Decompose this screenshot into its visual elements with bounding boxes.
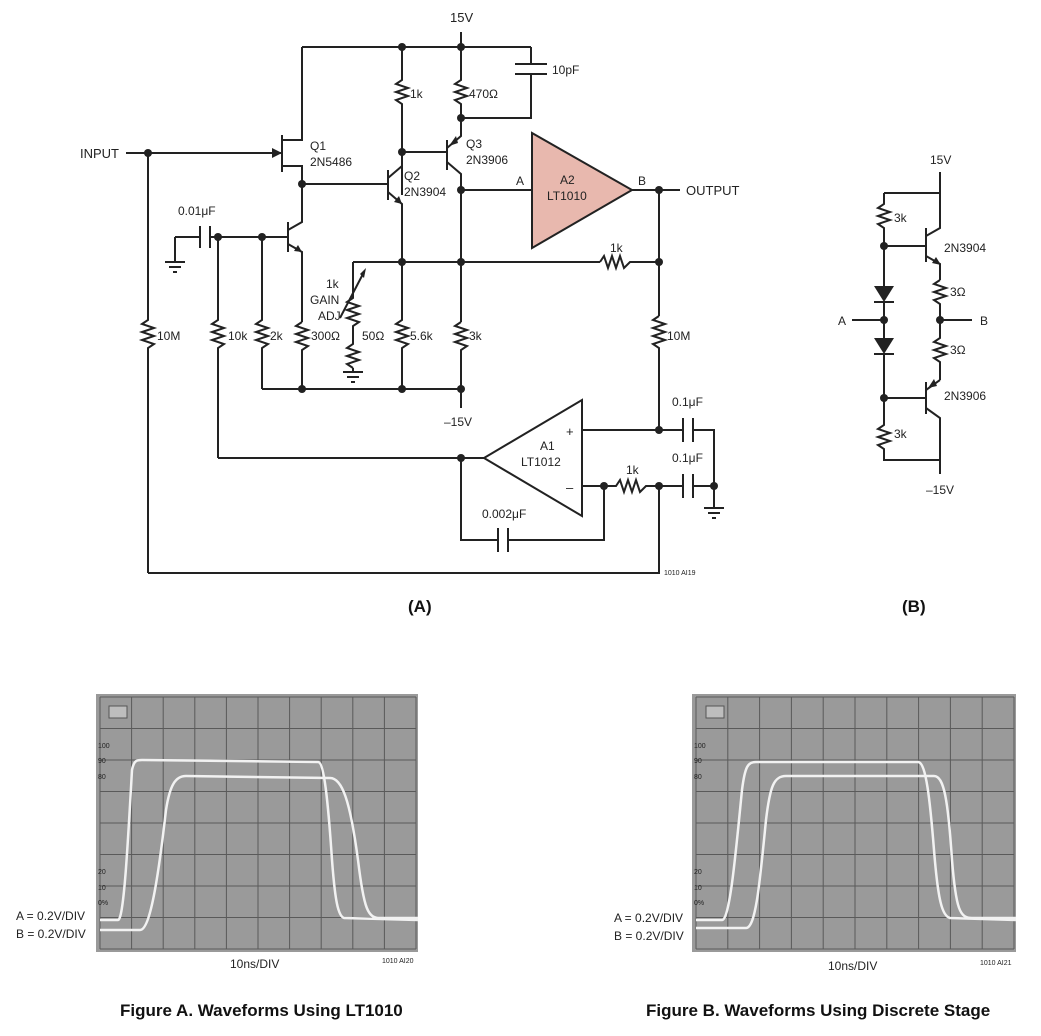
b-pnp-label: 2N3906 (944, 389, 986, 403)
circuit-a-labels: 15V INPUT OUTPUT Q1 2N5486 Q2 2N3904 Q3 … (80, 10, 740, 616)
r-3k-label: 3k (469, 329, 483, 343)
scope-b-screen: 100 90 80 20 10 0% (692, 694, 1017, 952)
scope-a-tick-100: 100 (98, 743, 110, 750)
r-10k-label: 10k (228, 329, 248, 343)
b-r-3ohm-2-label: 3Ω (950, 343, 966, 357)
scope-b-trace-b (696, 774, 1016, 930)
scope-a-scale-b: B = 0.2V/DIV (16, 927, 86, 941)
r-470-label: 470Ω (469, 87, 498, 101)
b-vpos-label: 15V (930, 153, 951, 167)
scope-a-tick-20: 20 (98, 869, 106, 876)
scope-b-scale-a: A = 0.2V/DIV (614, 911, 683, 925)
q3-name: Q3 (466, 137, 482, 151)
gain-adj-line3: ADJ (318, 309, 341, 323)
scope-b-tick-80: 80 (694, 774, 702, 781)
q1-part: 2N5486 (310, 155, 352, 169)
scope-a-code: 1010 AI20 (382, 958, 414, 965)
a1-minus: – (566, 480, 574, 495)
scope-b-tick-90: 90 (694, 758, 702, 765)
a2-name: A2 (560, 173, 575, 187)
c-10pf-label: 10pF (552, 63, 579, 77)
scope-a-tick-80: 80 (98, 774, 106, 781)
b-r-3k-bot-label: 3k (894, 427, 908, 441)
scope-b-tick-100: 100 (694, 743, 706, 750)
a1-part: LT1012 (521, 455, 561, 469)
circuit-b-labels: 15V 3k 2N3904 3Ω 3Ω A B 2N3906 3k –15V (… (838, 153, 988, 616)
a1-name: A1 (540, 439, 555, 453)
scope-a-tick-90: 90 (98, 758, 106, 765)
c-0002-label: 0.002μF (482, 507, 526, 521)
gain-adj-line1: 1k (326, 277, 340, 291)
circuit-a-caption: (A) (408, 597, 432, 616)
r-1k-a1-label: 1k (626, 463, 640, 477)
scope-a-screen: 100 90 80 20 10 0% (96, 694, 419, 952)
scope-b-code: 1010 AI21 (980, 960, 1012, 967)
r-2k-label: 2k (270, 329, 284, 343)
c-01-b-label: 0.1μF (672, 451, 703, 465)
scope-b-time: 10ns/DIV (828, 959, 877, 973)
r-56k-label: 5.6k (410, 329, 434, 343)
c-001-label: 0.01μF (178, 204, 216, 218)
q2-part: 2N3904 (404, 185, 446, 199)
vneg-label: –15V (444, 415, 472, 429)
r-50-label: 50Ω (362, 329, 384, 343)
circuit-a-schematic (126, 32, 724, 574)
b-node-a-label: A (838, 314, 846, 328)
a2-part: LT1010 (547, 189, 587, 203)
scope-b-trace-a (696, 760, 1017, 922)
r-10m-left-label: 10M (157, 329, 180, 343)
b-npn-label: 2N3904 (944, 241, 986, 255)
scope-a-graticule (99, 696, 417, 950)
output-label: OUTPUT (686, 183, 740, 198)
q1-name: Q1 (310, 139, 326, 153)
scope-b-tick-10: 10 (694, 885, 702, 892)
scope-a-trace-b (100, 774, 418, 932)
gain-adj-line2: GAIN (310, 293, 339, 307)
node-a-label: A (516, 174, 524, 188)
scope-a-tick-0: 0% (98, 900, 108, 907)
circuit-b-schematic (852, 172, 972, 474)
r-300-label: 300Ω (311, 329, 340, 343)
scope-a-scale-a: A = 0.2V/DIV (16, 909, 85, 923)
scope-b-tick-20: 20 (694, 869, 702, 876)
c-01-a-label: 0.1μF (672, 395, 703, 409)
a1-plus: + (566, 424, 574, 439)
vpos-label: 15V (450, 10, 473, 25)
input-label: INPUT (80, 146, 119, 161)
q2-name: Q2 (404, 169, 420, 183)
b-r-3ohm-1-label: 3Ω (950, 285, 966, 299)
node-b-label: B (638, 174, 646, 188)
scope-b-scale-b: B = 0.2V/DIV (614, 929, 684, 943)
circuit-b-caption: (B) (902, 597, 926, 616)
r-1k-fb-label: 1k (610, 241, 624, 255)
b-r-3k-top-label: 3k (894, 211, 908, 225)
b-vneg-label: –15V (926, 483, 954, 497)
b-node-b-label: B (980, 314, 988, 328)
r-1k-top-label: 1k (410, 87, 424, 101)
r-10m-right-label: 10M (667, 329, 690, 343)
scope-a-time: 10ns/DIV (230, 957, 279, 971)
q3-part: 2N3906 (466, 153, 508, 167)
hp-logo-icon (705, 705, 725, 719)
scope-b-caption: Figure B. Waveforms Using Discrete Stage (646, 1001, 990, 1020)
scope-a-tick-10: 10 (98, 885, 106, 892)
scope-a-trace-a (100, 758, 419, 922)
scope-a-caption: Figure A. Waveforms Using LT1010 (120, 1001, 403, 1020)
scope-b-tick-0: 0% (694, 900, 704, 907)
circuit-a-code: 1010 AI19 (664, 570, 696, 577)
hp-logo-icon (108, 705, 128, 719)
